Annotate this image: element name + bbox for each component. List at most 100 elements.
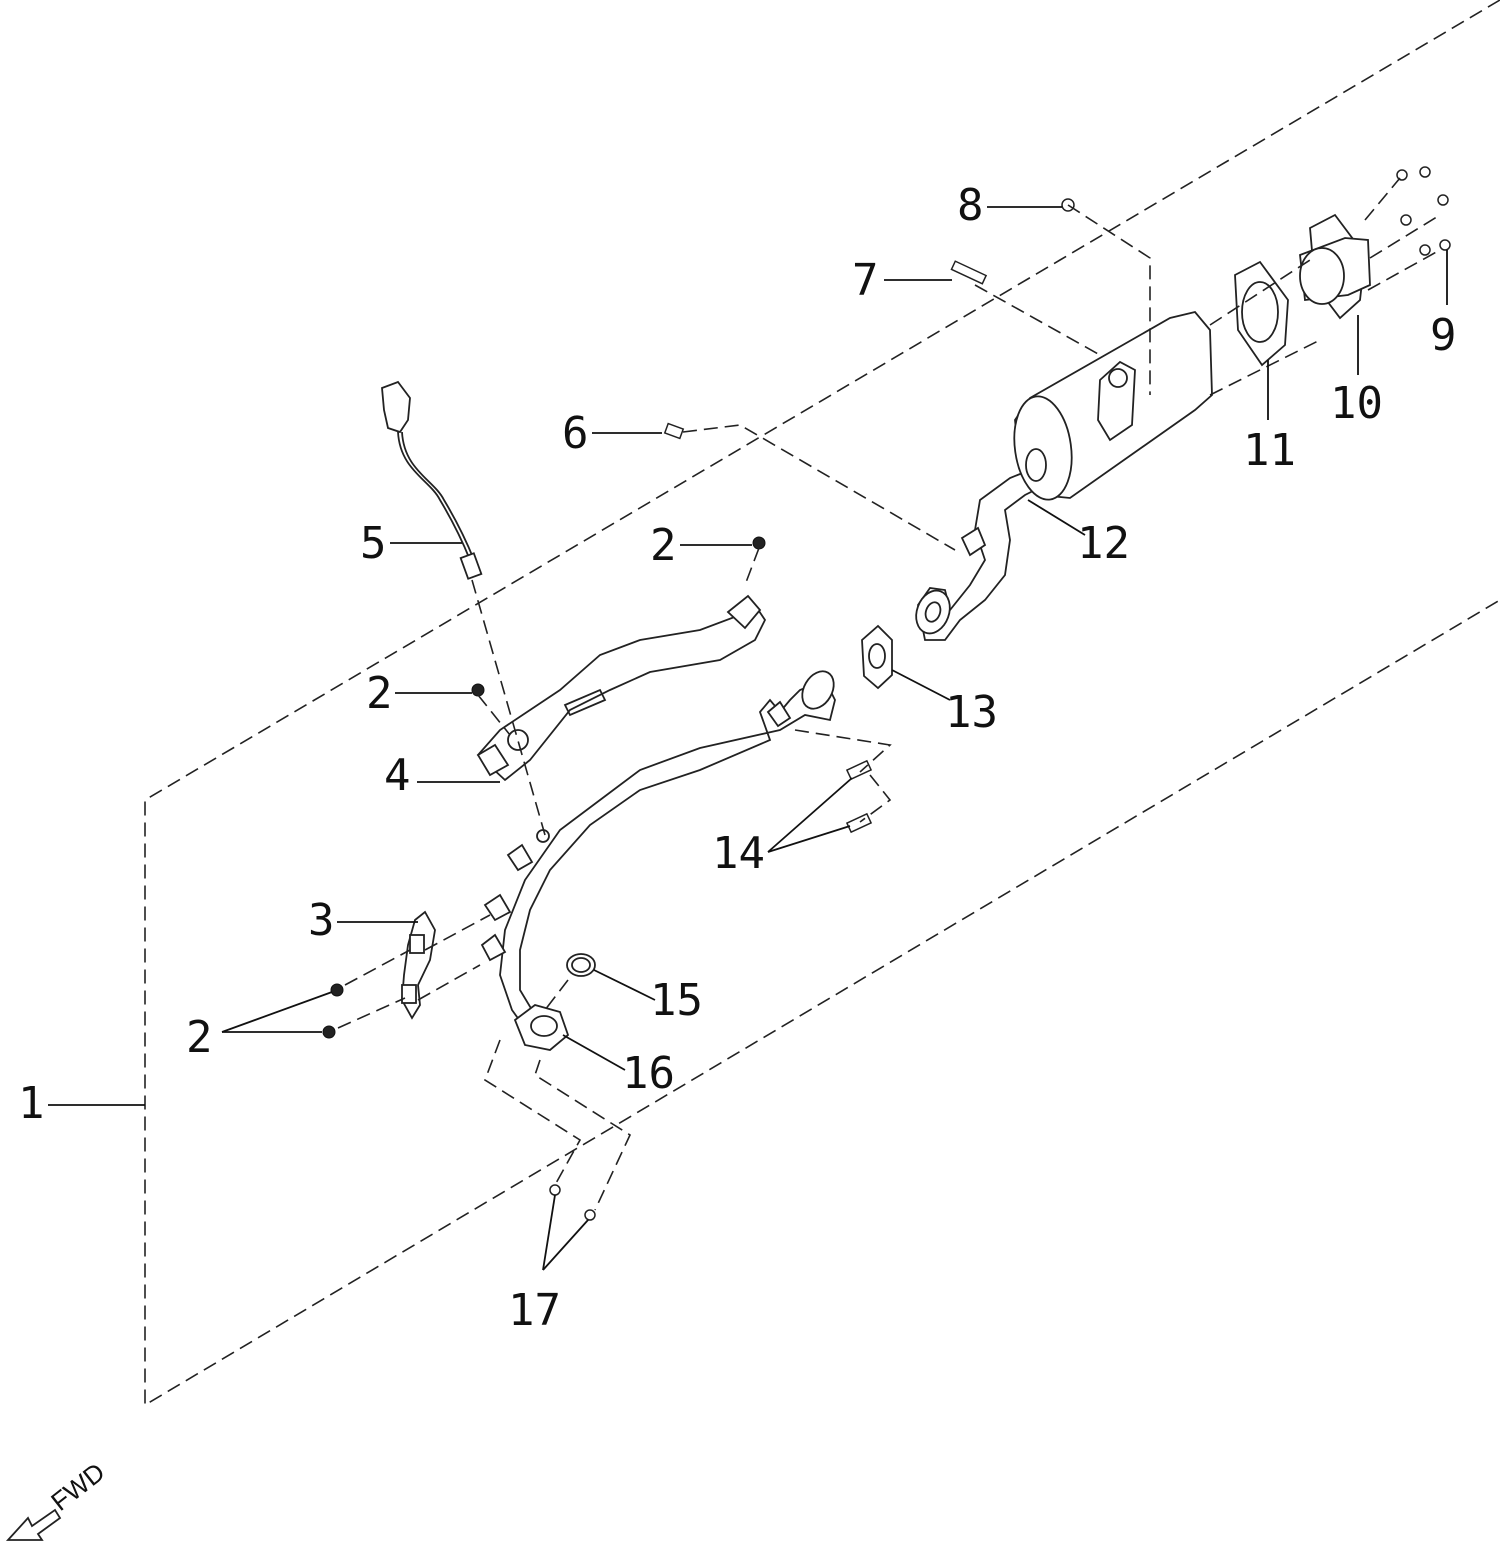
leader-17-a [542,1194,556,1271]
gasket-13-hole [868,643,886,669]
path-14-a [794,729,892,773]
callout-9: 9 [1430,310,1457,361]
path-2-lower-b [337,997,406,1029]
pipe-inlet-hole [530,1015,558,1037]
mid-pipe-clamp [960,526,987,557]
bolt-9-b [1419,166,1431,178]
bracket-foot [476,743,510,777]
muffler-hanger-bolt [1108,368,1128,388]
path-17-b [534,1059,632,1211]
pipe-hanger-3 [480,933,507,962]
sensor-connector [381,380,411,434]
leader-14-b [767,825,851,853]
sensor-wire [397,431,471,561]
path-9-c [1367,249,1441,291]
sensor-wire-outline [401,431,475,561]
bolt-6 [663,422,685,440]
path-2-top [744,547,760,586]
forward-indicator: FWD [5,1457,110,1541]
callout-14: 14 [712,828,765,879]
bolt-9-a [1396,169,1408,181]
bolt-14-b [845,812,873,834]
nut-2-top [752,536,766,550]
rear-bracket [476,594,767,782]
gasket-15-inner [571,957,591,973]
path-3-b [417,964,481,1001]
bolt-9-d [1400,214,1412,226]
callout-15: 15 [650,975,703,1026]
path-6 [682,424,956,551]
bolt-9-f [1439,239,1451,251]
leader-13 [891,669,951,701]
callout-2-top: 2 [650,520,677,571]
nut-17-b [584,1209,596,1221]
leader-12 [1027,499,1086,536]
pipe-hanger-4 [766,700,792,728]
callout-8: 8 [957,180,984,231]
hanger-bracket [401,910,436,1020]
callout-1: 1 [18,1078,45,1129]
callout-2-mid: 2 [366,668,393,719]
nut-17-a [549,1184,561,1196]
bracket-slot [563,688,607,717]
front-exhaust-pipe [480,670,836,1051]
callout-4: 4 [384,750,411,801]
callout-10: 10 [1330,378,1383,429]
path-9-b [1369,214,1441,259]
bracket-tab [726,594,762,630]
gaskets [566,624,893,977]
path-5 [471,579,546,836]
callout-12: 12 [1077,518,1130,569]
fwd-label: FWD [45,1457,110,1517]
callout-labels: 1 2 2 2 3 4 5 6 7 8 9 10 11 12 13 14 15 … [18,180,1457,1336]
path-2-mid [477,694,511,736]
oxygen-sensor [381,380,483,580]
leader-16 [562,1034,626,1071]
muffler-inlet [1025,448,1047,482]
callout-13: 13 [945,687,998,738]
assembly-outline [144,0,1500,1407]
pipe-hanger-1 [483,893,512,922]
leader-14-a [767,777,853,853]
pipe-sensor-boss [536,829,550,843]
bolt-9-c [1437,194,1449,206]
assembly-boundary [144,0,1500,1407]
leader-17-b [542,1219,589,1271]
leader-15 [593,969,656,1001]
callout-11: 11 [1243,425,1296,476]
tail-pipe-opening [1299,247,1345,305]
callout-3: 3 [308,895,335,946]
path-15 [544,979,569,1011]
bracket-hole [507,729,529,751]
path-8 [1067,204,1151,395]
assembly-paths [337,177,1441,1211]
sensor-tip [459,552,483,580]
path-2-lower-a [344,949,411,986]
pipe-hanger-2 [506,843,534,872]
callout-5: 5 [360,518,387,569]
tail-components [1234,213,1371,367]
path-3-a [424,914,491,951]
callout-6: 6 [562,408,589,459]
nut-2-lower-b [322,1025,336,1039]
hanger-bracket-tab-2 [401,984,417,1004]
callout-16: 16 [622,1048,675,1099]
path-14-b [859,774,892,823]
hanger-bracket-tab-1 [409,934,425,954]
fwd-arrow-icon [5,1508,62,1541]
bolt-9-e [1419,244,1431,256]
nut-2-mid [471,683,485,697]
gasket-11-hole [1241,281,1279,343]
callout-17: 17 [508,1285,561,1336]
path-17-a [484,1039,582,1186]
bolt-7 [950,260,988,285]
mid-pipe-flange-hole [924,601,942,623]
leader-2-lower-a [221,991,333,1033]
callout-2-lower: 2 [186,1012,213,1063]
path-9-a [1364,177,1401,221]
pipe-flange-front [801,670,835,710]
path-7 [974,284,1101,356]
nut-2-lower-a [330,983,344,997]
